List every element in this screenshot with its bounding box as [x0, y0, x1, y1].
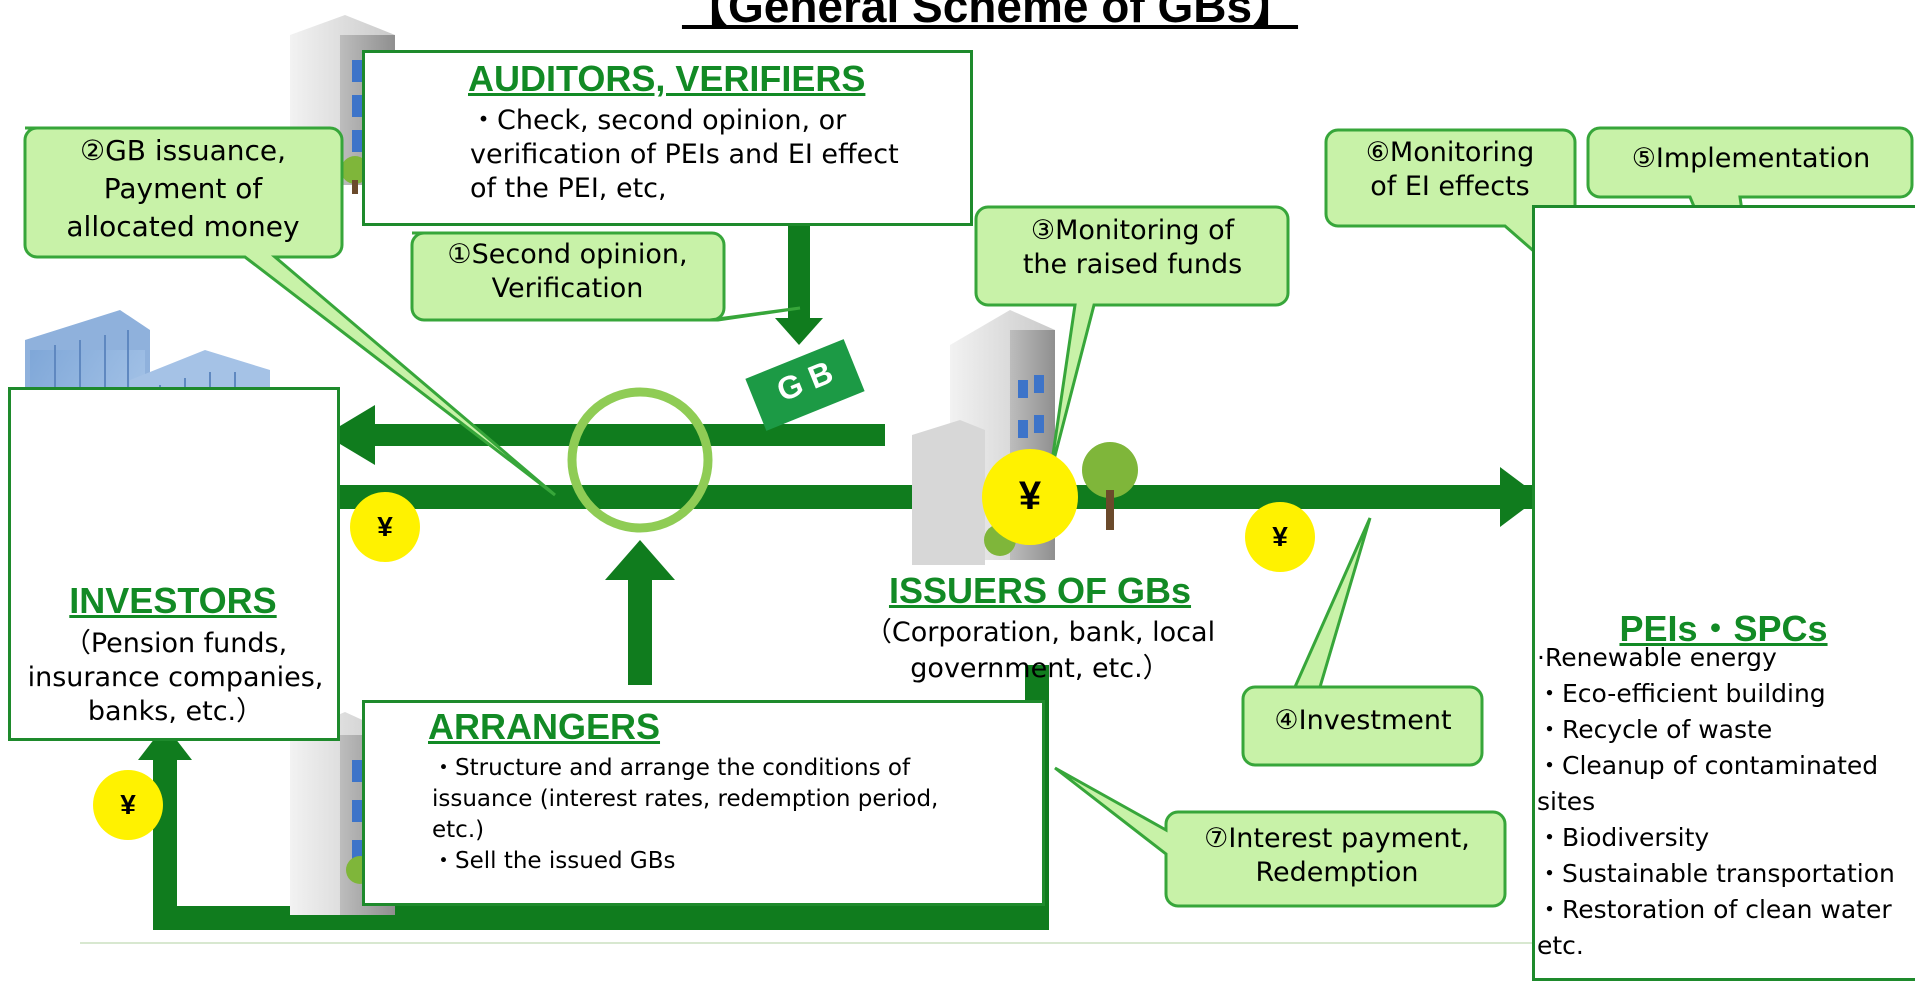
callout-line: ②GB issuance,	[79, 134, 287, 167]
callout-investment-bubble	[1241, 517, 1484, 767]
callout-implementation: ⑤Implementation	[1592, 142, 1910, 176]
callout-line: Redemption	[1255, 857, 1419, 888]
issuers-description: （Corporation, bank, local government, et…	[845, 615, 1235, 687]
auditors-line: ・Check, second opinion, or	[470, 105, 847, 136]
callout-line: ①Second opinion,	[447, 239, 688, 270]
issuers-line: government, etc.）	[910, 653, 1170, 684]
investors-line: insurance companies,	[27, 662, 324, 693]
callout-gb-issuance-bubble	[23, 126, 556, 497]
callout-monitoring-funds-bubble	[974, 205, 1290, 476]
peis-item: ·Renewable energy	[1537, 643, 1777, 672]
issuers-heading: ISSUERS OF GBs	[888, 570, 1192, 611]
callout-line: Verification	[491, 273, 644, 304]
callout-second-opinion-bubble	[410, 231, 801, 322]
callout-line: Payment of	[103, 172, 263, 205]
callout-investment: ④Investment	[1248, 704, 1478, 738]
arrow-investment	[1050, 467, 1540, 527]
peis-item: ・Restoration of clean water	[1537, 895, 1892, 924]
callout-interest: ⑦Interest payment, Redemption	[1172, 822, 1502, 890]
callout-line: ⑦Interest payment,	[1204, 823, 1470, 854]
peis-item: ・Eco-efficient building	[1537, 679, 1826, 708]
arrangers-line: issuance (interest rates, redemption per…	[432, 786, 939, 812]
yen-symbol-redemption: ¥	[120, 789, 136, 820]
callout-monitoring-funds: ③Monitoring of the raised funds	[980, 214, 1285, 282]
arrangers-line: ・Sell the issued GBs	[432, 848, 676, 874]
yen-coin-redemption	[93, 770, 163, 840]
callout-gb-issuance: ②GB issuance, Payment of allocated money	[28, 132, 338, 246]
gb-badge	[745, 339, 865, 431]
investors-description: （Pension funds, insurance companies, ban…	[8, 627, 343, 729]
auditors-box	[362, 50, 973, 226]
peis-item: sites	[1537, 787, 1596, 816]
peis-item: etc.	[1537, 931, 1584, 960]
investors-box	[8, 387, 340, 741]
auditors-line: verification of PEIs and EI effect	[470, 139, 899, 170]
auditors-line: of the PEI, etc,	[470, 173, 667, 204]
peis-heading: PEIs・SPCs	[1619, 608, 1828, 649]
peis-box	[1532, 205, 1915, 981]
peis-project-list: ·Renewable energy ・Eco-efficient buildin…	[1537, 640, 1895, 964]
yen-coin-investment	[1245, 502, 1315, 572]
arrow-arrangers-up	[605, 540, 675, 685]
callout-line: ⑤Implementation	[1631, 143, 1871, 174]
callout-line: allocated money	[66, 210, 300, 243]
yen-coin-issuers	[982, 449, 1078, 545]
peis-item: ・Cleanup of contaminated	[1537, 751, 1879, 780]
callout-second-opinion: ①Second opinion, Verification	[415, 238, 720, 306]
callout-line: ③Monitoring of	[1030, 215, 1235, 246]
arrangers-heading: ARRANGERS	[428, 706, 661, 747]
callout-line: ⑥Monitoring	[1365, 137, 1535, 168]
auditors-heading: AUDITORS, VERIFIERS	[468, 58, 866, 99]
arrow-auditors-down	[775, 225, 823, 345]
arrangers-box	[362, 700, 1045, 906]
yen-symbol-issuers: ¥	[1018, 474, 1042, 518]
callout-monitoring-ei: ⑥Monitoring of EI effects	[1330, 136, 1570, 204]
yen-symbol-investment: ¥	[1272, 521, 1288, 552]
yen-symbol-investors: ¥	[377, 511, 393, 542]
callout-interest-bubble	[1054, 766, 1507, 908]
callout-line: the raised funds	[1022, 249, 1243, 280]
peis-item: ・Recycle of waste	[1537, 715, 1773, 744]
investors-line: （Pension funds,	[63, 628, 288, 659]
arrangers-line: etc.)	[432, 817, 485, 843]
arranger-ring	[567, 387, 713, 533]
investors-heading: INVESTORS	[69, 580, 277, 621]
arrangers-description: ・Structure and arrange the conditions of…	[432, 753, 938, 877]
issuers-line: （Corporation, bank, local	[864, 617, 1216, 648]
diagram-title: 【General Scheme of GBs】	[681, 0, 1299, 32]
investors-line: banks, etc.）	[87, 696, 264, 727]
arrangers-line: ・Structure and arrange the conditions of	[432, 755, 911, 781]
callout-line: of EI effects	[1370, 171, 1530, 202]
peis-item: ・Biodiversity	[1537, 823, 1710, 852]
peis-item: ・Sustainable transportation	[1537, 859, 1895, 888]
callout-line: ④Investment	[1274, 705, 1452, 736]
yen-coin-investors	[350, 492, 420, 562]
auditors-description: ・Check, second opinion, or verification …	[470, 104, 899, 206]
